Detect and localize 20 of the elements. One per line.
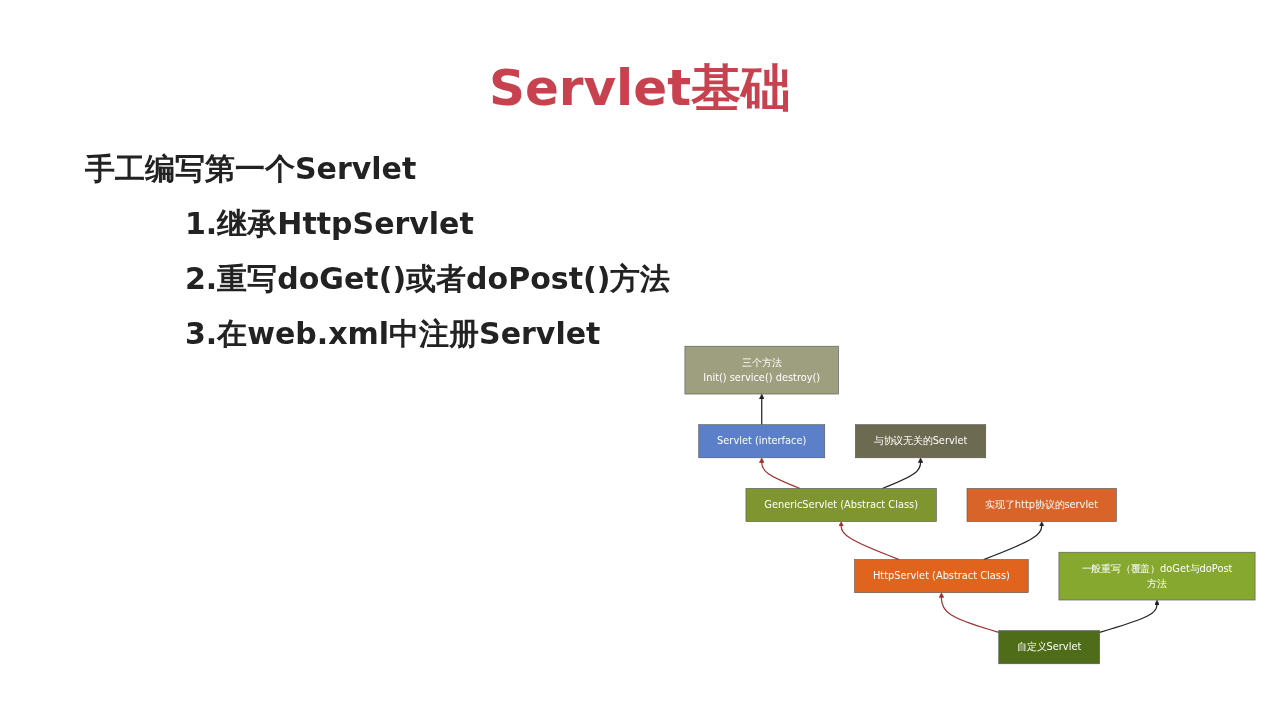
node-box: 与协议无关的Servlet (855, 424, 987, 459)
node-box: 自定义Servlet (998, 630, 1100, 665)
node-box: Servlet (interface) (698, 424, 826, 459)
arrow (759, 393, 765, 426)
arrow (983, 521, 1045, 561)
arrow (1099, 599, 1160, 633)
node-box: 三个方法 Init() service() destroy() (684, 345, 839, 395)
arrow (881, 457, 924, 490)
step-text: 2.重写doGet()或者doPost()方法 (185, 260, 671, 298)
node-box: 一般重写（覆盖）doGet与doPost方法 (1058, 551, 1256, 601)
node-box: GenericServlet (Abstract Class) (745, 488, 937, 522)
step-text: 1.继承HttpServlet (185, 205, 475, 243)
node-box: 实现了http协议的servlet (966, 488, 1117, 522)
arrow (759, 457, 801, 490)
arrow (838, 521, 900, 561)
node-box: HttpServlet (Abstract Class) (854, 559, 1029, 593)
slide-title: Servlet基础 (487, 58, 793, 119)
arrow (938, 592, 1000, 633)
step-text: 3.在web.xml中注册Servlet (185, 315, 602, 353)
section-heading: 手工编写第一个Servlet (85, 150, 418, 188)
